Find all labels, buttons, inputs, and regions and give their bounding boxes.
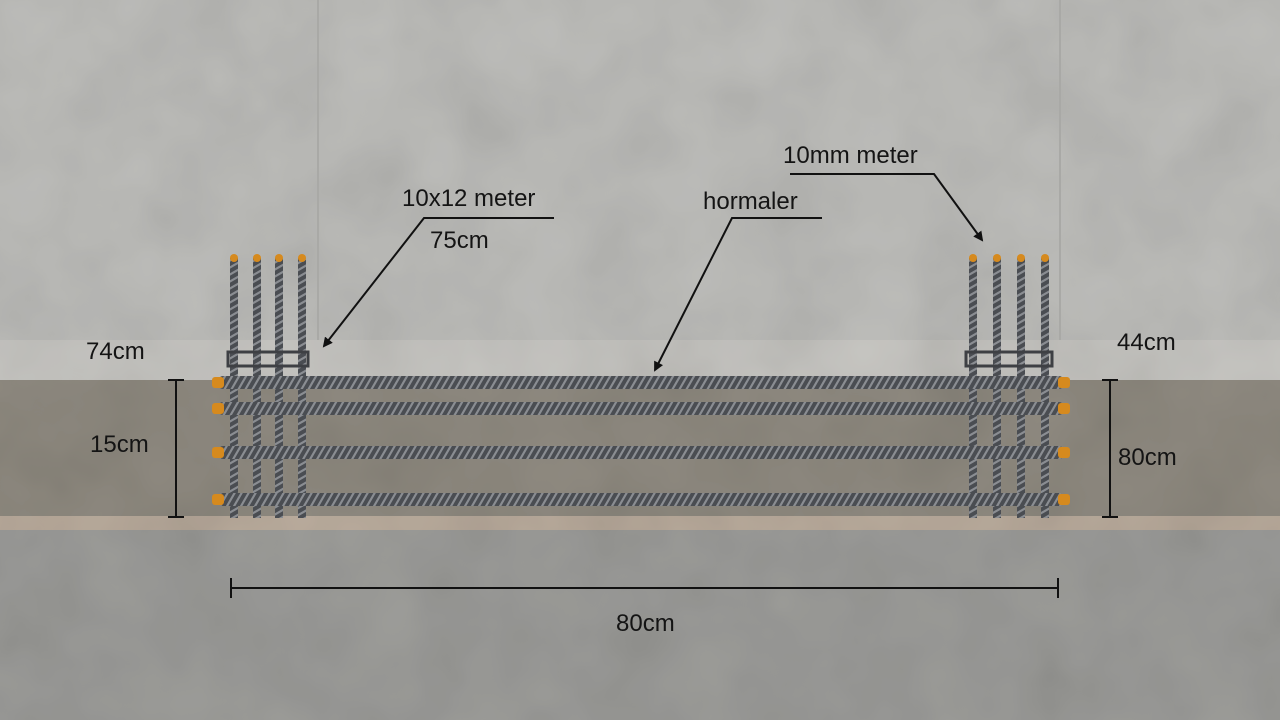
leader-center	[654, 217, 822, 372]
bar-cap	[253, 254, 261, 262]
slab-edge	[0, 516, 1280, 532]
bar-cap	[230, 254, 238, 262]
bar-cap	[1017, 254, 1025, 262]
coupler	[1058, 377, 1070, 388]
left-height-dimension-label: 15cm	[90, 431, 149, 458]
leader-top-right	[790, 173, 984, 242]
coupler	[212, 447, 224, 458]
horizontal-bar	[218, 493, 1064, 506]
callout-top-left-sublabel: 75cm	[430, 227, 489, 254]
left-top-dimension-label: 74cm	[86, 338, 145, 365]
lower-concrete	[0, 530, 1280, 720]
rebar-cage	[212, 254, 1070, 518]
horizontal-bar	[218, 446, 1064, 459]
stirrup-tie-right	[964, 350, 1054, 368]
stirrup-tie-left	[226, 350, 310, 368]
horizontal-bar	[218, 376, 1064, 389]
coupler	[212, 494, 224, 505]
bar-cap	[993, 254, 1001, 262]
bar-cap	[275, 254, 283, 262]
bar-cap	[298, 254, 306, 262]
bar-end-couplers	[212, 377, 1070, 505]
callout-center-label: hormaler	[703, 188, 798, 215]
bar-cap	[969, 254, 977, 262]
concrete-band	[0, 340, 1280, 382]
horizontal-bars	[218, 376, 1064, 506]
right-top-dimension-label: 44cm	[1117, 329, 1176, 356]
horizontal-bar	[218, 402, 1064, 415]
callout-leaders	[322, 173, 984, 372]
coupler	[1058, 494, 1070, 505]
coupler	[212, 377, 224, 388]
upper-concrete-wall	[0, 0, 1280, 345]
callout-top-left-label: 10x12 meter	[402, 185, 536, 212]
callout-top-right-label: 10mm meter	[783, 142, 918, 169]
right-height-dimension-label: 80cm	[1118, 444, 1177, 471]
leader-top-left	[322, 217, 554, 348]
coupler	[1058, 403, 1070, 414]
coupler	[1058, 447, 1070, 458]
bottom-length-dimension-label: 80cm	[616, 610, 675, 637]
coupler	[212, 403, 224, 414]
dimension-lines	[168, 379, 1118, 598]
bar-cap	[1041, 254, 1049, 262]
